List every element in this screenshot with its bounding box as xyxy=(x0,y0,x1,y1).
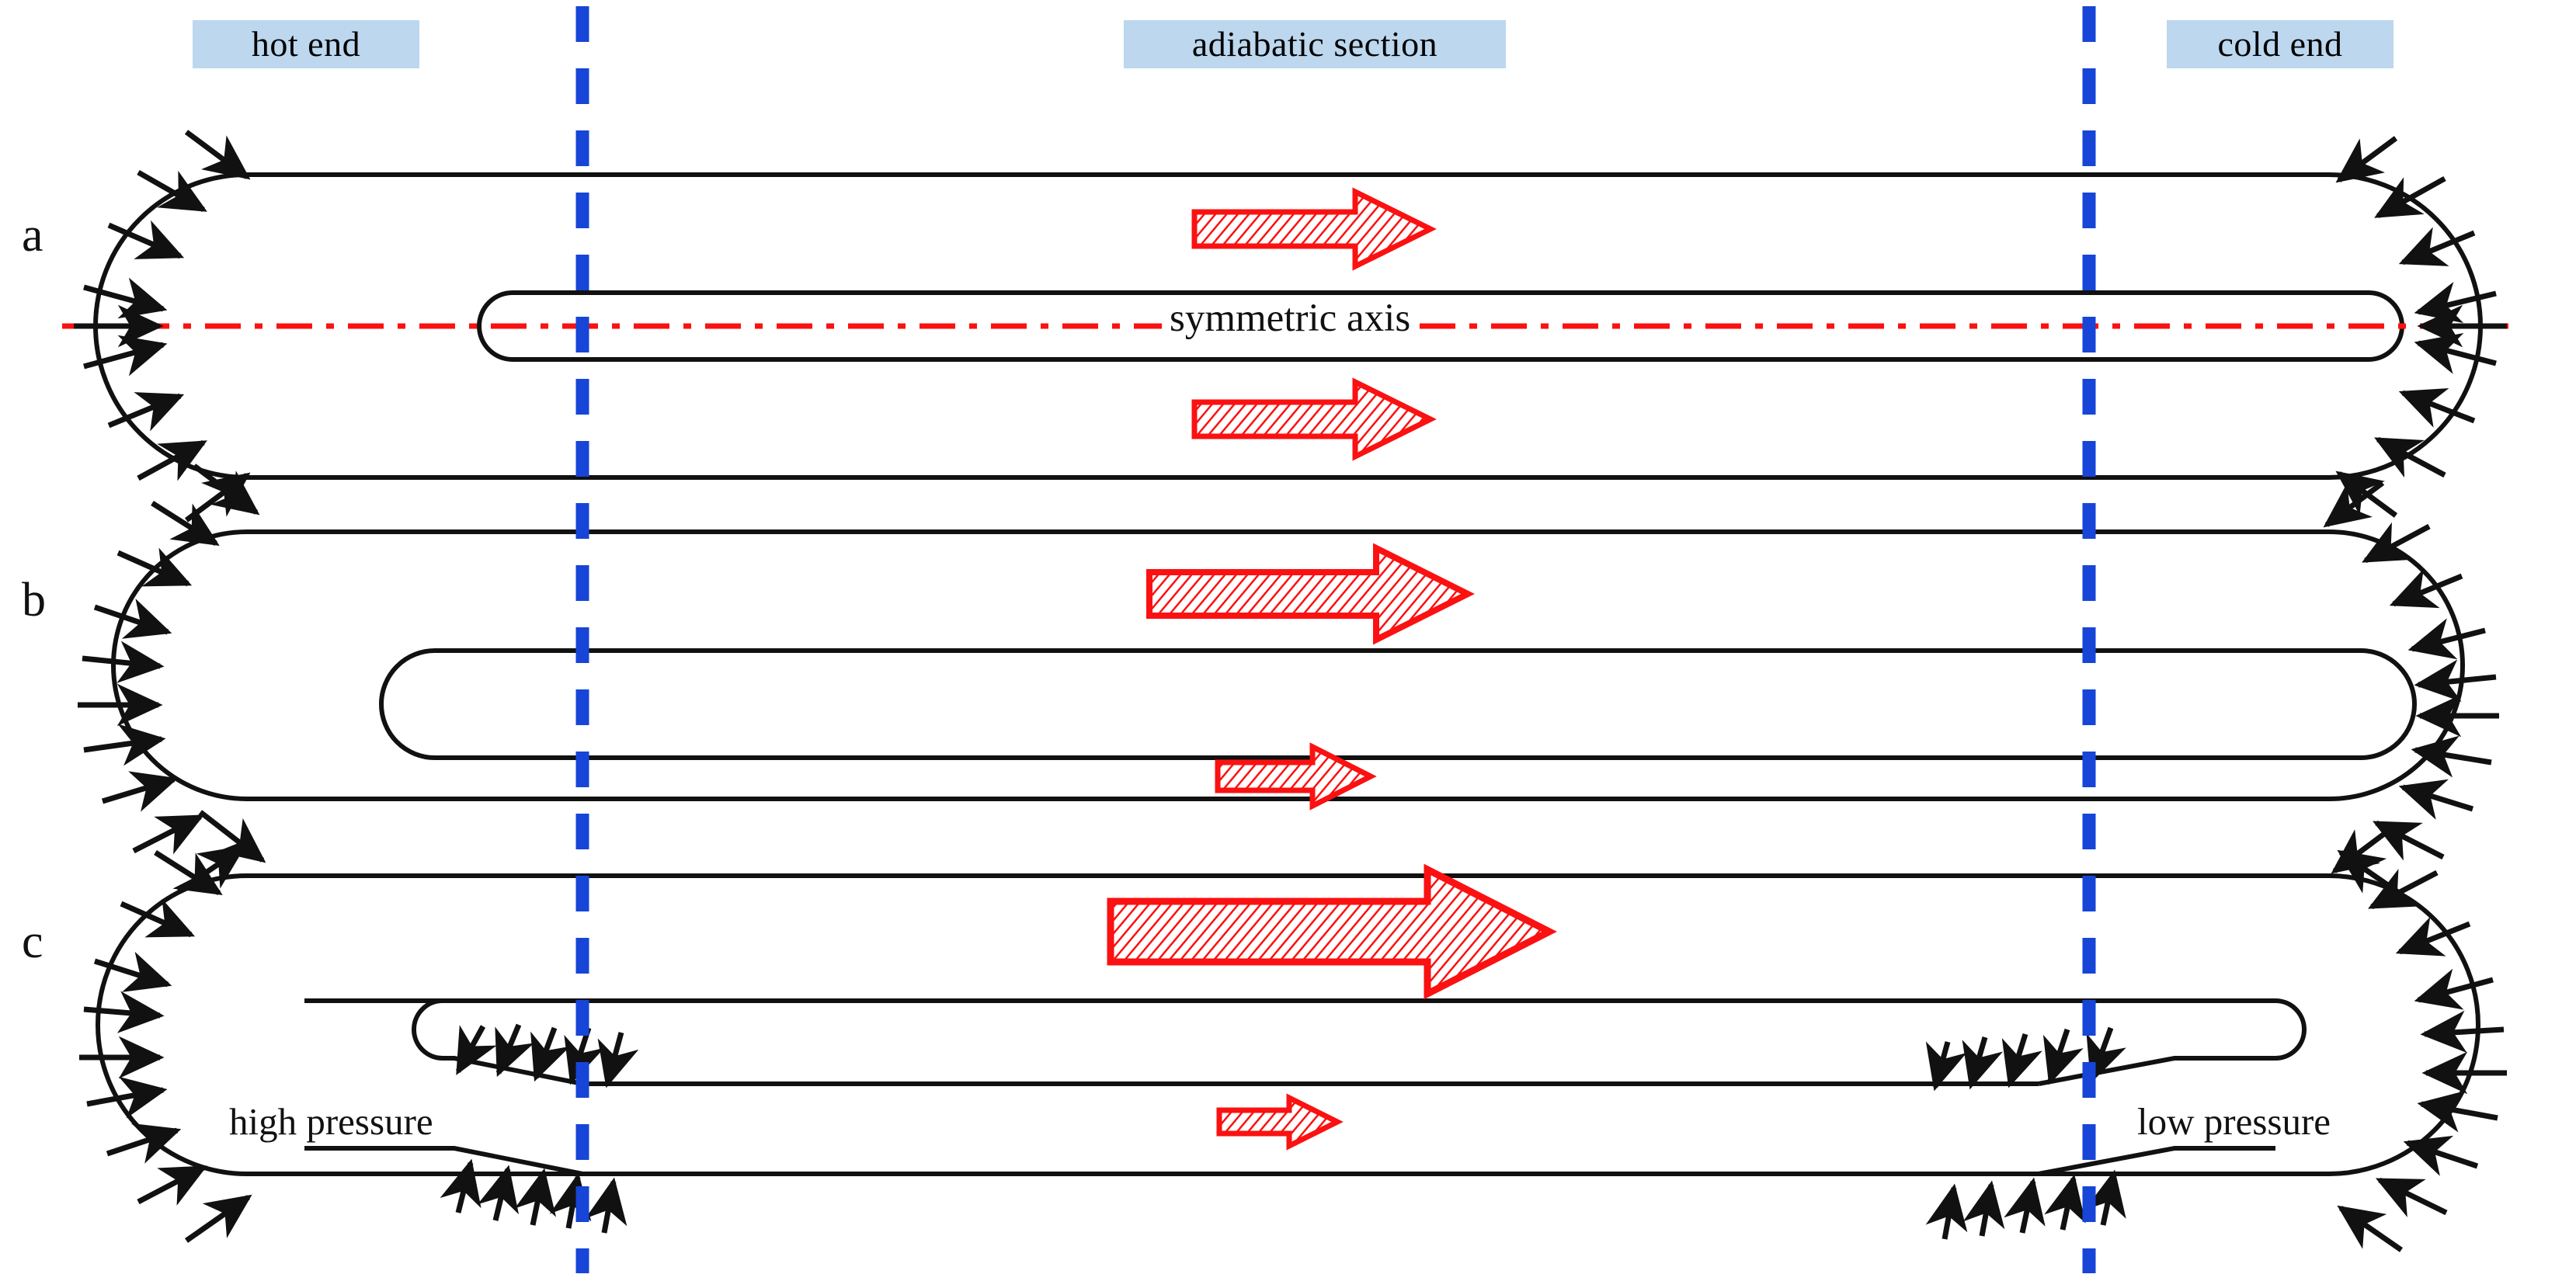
header-badge-adiabatic-section: adiabatic section xyxy=(1124,20,1506,68)
header-label-hot-end: hot end xyxy=(251,24,361,64)
heat-flux-arrows-row-a-cold xyxy=(2335,136,2507,518)
symmetric-axis-label: symmetric axis xyxy=(1162,299,1419,338)
row-label-a: a xyxy=(22,209,43,262)
heat-flux-arrows-row-b-hot xyxy=(78,463,260,894)
heat-flux-arrows-row-c-throat-right-lower xyxy=(1925,1169,2126,1240)
row-b-inner-tube xyxy=(379,648,2417,760)
high-pressure-label: high pressure xyxy=(229,1100,433,1143)
heat-flux-arrows-row-c-hot xyxy=(79,810,266,1243)
header-badge-cold-end: cold end xyxy=(2167,20,2393,68)
row-c-inner-tube xyxy=(304,998,2307,1176)
row-a-inner-tube xyxy=(477,290,2404,362)
heat-flux-arrows-row-c-cold xyxy=(2331,827,2507,1252)
header-badge-hot-end: hot end xyxy=(193,20,419,68)
flow-arrow-c-lower xyxy=(1216,1093,1344,1151)
flow-arrow-c-upper xyxy=(1107,863,1557,1000)
low-pressure-label: low pressure xyxy=(2137,1100,2331,1143)
header-label-cold-end: cold end xyxy=(2217,24,2343,64)
row-label-b: b xyxy=(22,574,46,627)
flow-arrow-b-upper xyxy=(1146,543,1475,645)
row-label-c: c xyxy=(22,915,43,968)
heat-flux-arrows-row-c-throat-left-upper xyxy=(455,1023,639,1088)
heat-flux-arrows-row-c-throat-left-lower xyxy=(440,1158,627,1234)
header-label-adiabatic-section: adiabatic section xyxy=(1191,24,1438,64)
flow-arrow-a-lower xyxy=(1191,377,1437,461)
flow-arrow-b-lower xyxy=(1215,742,1377,811)
row-c-outer-shell xyxy=(96,873,2480,1176)
flow-arrow-a-upper xyxy=(1191,187,1437,271)
